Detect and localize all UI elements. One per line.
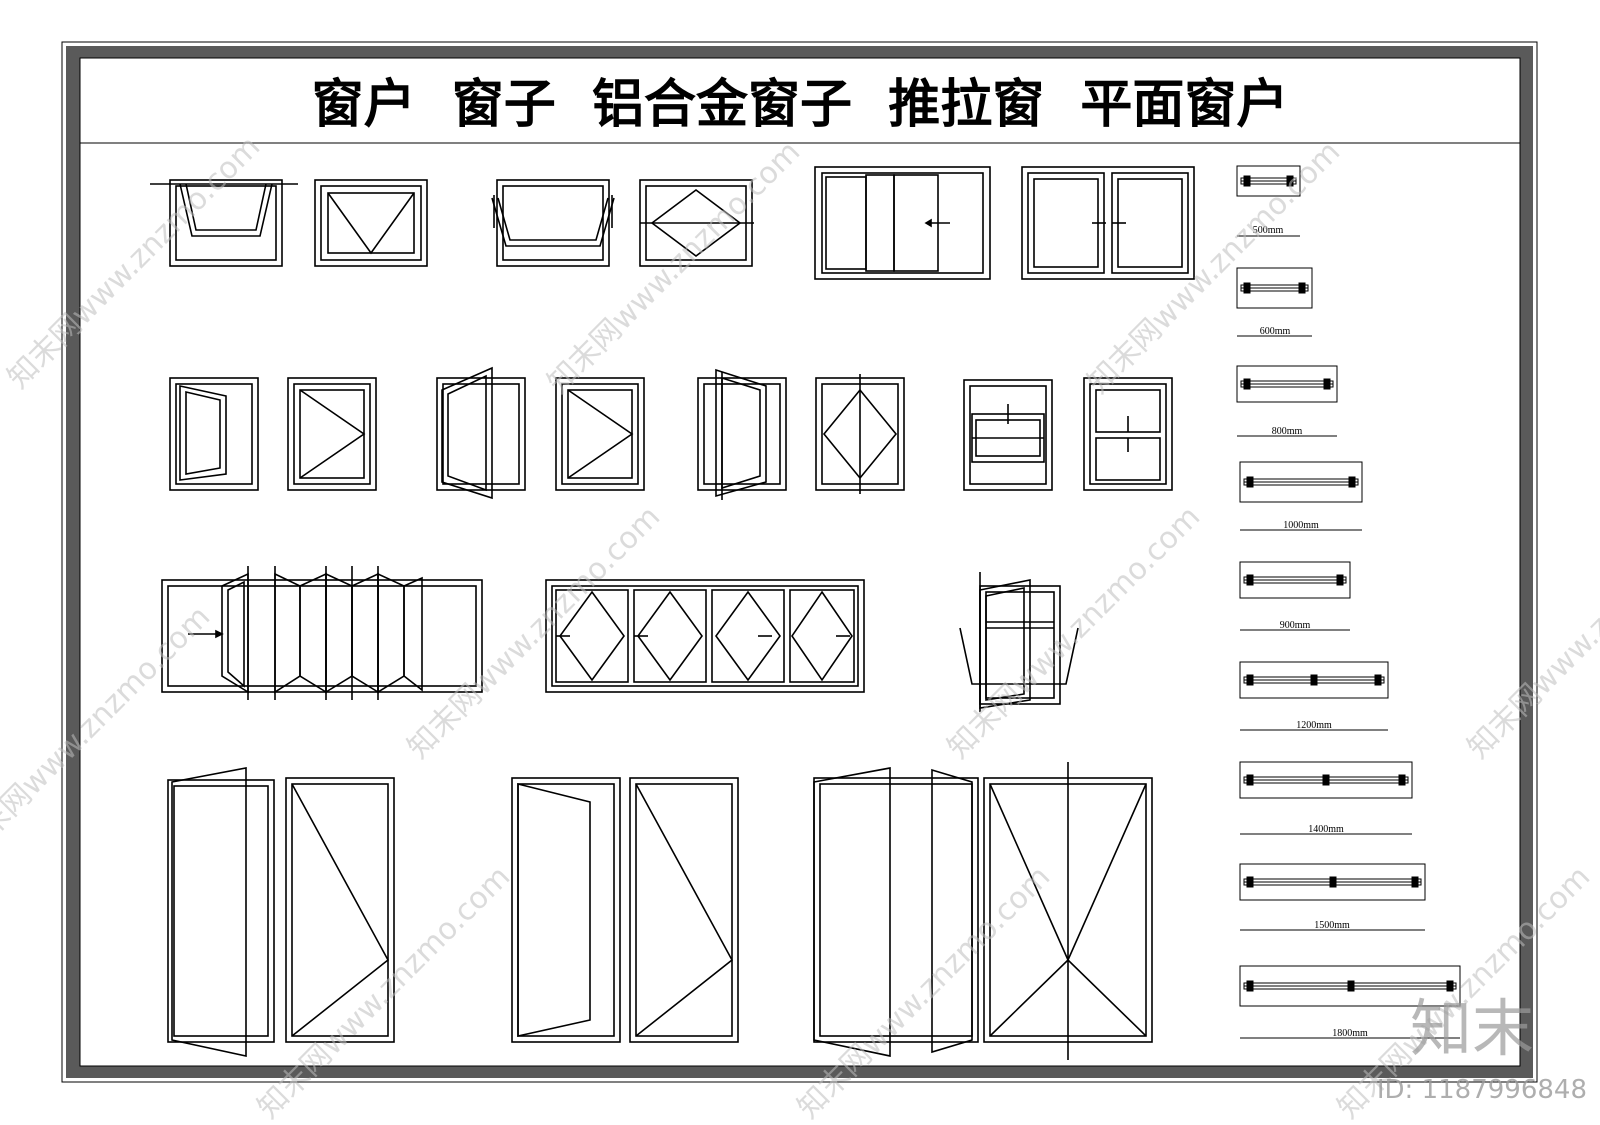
single-door-elevation-1 [285,777,395,1043]
sliding-window-two-panel [1021,166,1195,280]
four-panel-pivot-window [545,579,865,693]
sheet-title: 窗户 窗子 铝合金窗子 推拉窗 平面窗户 [312,75,1289,135]
window-plan-800 [1236,365,1338,437]
width-label-1800: 1800mm [1332,1028,1368,1039]
window-elevations-row-2 [169,366,1173,500]
single-door-open-view-1 [167,767,275,1057]
casement-window-open-view-3 [697,368,787,500]
sliding-window-three-panel [814,166,991,280]
watermark-text: 知末网www.znzmo.com [541,134,807,400]
folding-window-plan-elevation [161,566,483,700]
window-elevations-row-1 [150,166,1195,280]
double-door-open-view [813,767,979,1057]
casement-window-elevation-2 [555,377,645,491]
watermark-layer: 知末网www.znzmo.com 知末网www.znzmo.com 知末网www… [0,129,1600,1125]
casement-window-open-view-2 [436,366,526,500]
watermark-brand: 知末 [1410,992,1534,1065]
watermark-text: 知末网www.znzmo.com [1,129,267,395]
width-label-800: 800mm [1272,426,1303,437]
window-plan-600 [1236,267,1313,337]
tilt-turn-window-open-view [959,572,1079,712]
door-elevations-row [167,762,1153,1060]
width-label-600: 600mm [1260,326,1291,337]
drawing-frame [61,41,1538,1083]
watermark-text: 知末网www.znzmo.com [941,499,1207,765]
window-plan-1000 [1239,461,1363,531]
window-plan-1200 [1239,661,1389,731]
width-label-500: 500mm [1253,225,1284,236]
window-plan-1500 [1239,863,1426,931]
width-label-1500: 1500mm [1314,920,1350,931]
double-hung-window-section [963,379,1053,491]
window-elevations-row-3 [161,566,1079,712]
single-door-open-view-2 [511,777,621,1043]
width-label-1000: 1000mm [1283,520,1319,531]
watermark-id: ID: 1187996848 [1377,1075,1587,1105]
single-door-elevation-2 [629,777,739,1043]
window-plan-1800 [1239,965,1461,1039]
casement-window-open-view-1 [169,377,259,491]
window-plan-900 [1239,561,1351,631]
width-label-1200: 1200mm [1296,720,1332,731]
width-label-900: 900mm [1280,620,1311,631]
awning-window-elevation [314,179,428,267]
watermark-text: 知末网www.znzmo.com [791,859,1057,1125]
watermark-text: 知末网www.znzmo.com [0,599,217,865]
hopper-window-open-view [491,179,615,267]
window-plan-labels: 500mm 600mm 800mm 1000mm 900mm 1200mm 14… [1253,225,1368,1039]
window-plan-1400 [1239,761,1413,835]
double-hung-window-elevation [1083,377,1173,491]
casement-window-elevation-3 [815,374,905,494]
window-plan-sections [1236,165,1461,1039]
pivot-window-elevation [639,179,754,267]
window-plan-500 [1236,165,1301,237]
width-label-1400: 1400mm [1308,824,1344,835]
double-door-elevation [983,762,1153,1060]
watermark-text: 知末网www.znzmo.com [251,859,517,1125]
casement-window-elevation-1 [287,377,377,491]
awning-window-open-view [150,179,298,267]
